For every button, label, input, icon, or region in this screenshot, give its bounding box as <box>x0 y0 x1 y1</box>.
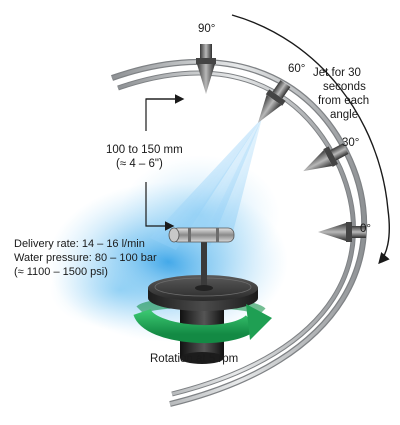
test-specimen <box>168 227 235 291</box>
duration-line-4: angle <box>330 109 358 121</box>
nozzle-60 <box>257 80 291 123</box>
rotation-label: Rotation at 5 rpm <box>150 353 238 365</box>
delivery-rate-label: Delivery rate: 14 – 16 l/min <box>14 238 145 250</box>
nozzle-0 <box>318 222 366 242</box>
distance-imperial: (≈ 4 – 6") <box>116 158 163 170</box>
duration-line-3: from each <box>318 95 369 107</box>
angle-label-30: 30° <box>342 137 359 149</box>
water-pressure-label: Water pressure: 80 – 100 bar <box>14 252 157 264</box>
angle-label-0: 0° <box>360 223 371 235</box>
distance-metric: 100 to 150 mm <box>106 144 183 156</box>
nozzle-30 <box>303 143 349 172</box>
angle-label-90: 90° <box>198 23 215 35</box>
duration-line-2: seconds <box>323 81 366 93</box>
rotation-arrow <box>133 304 272 344</box>
duration-note: Jet for 30 seconds from each angle <box>313 67 369 121</box>
nozzle-90 <box>196 44 216 94</box>
spray-jet <box>150 118 262 250</box>
angle-label-60: 60° <box>288 63 305 75</box>
pressure-psi-label: (≈ 1100 – 1500 psi) <box>14 266 108 278</box>
duration-line-1: Jet for 30 <box>313 67 361 79</box>
distance-bracket <box>145 94 185 231</box>
angle-sweep-arrow <box>231 14 390 265</box>
